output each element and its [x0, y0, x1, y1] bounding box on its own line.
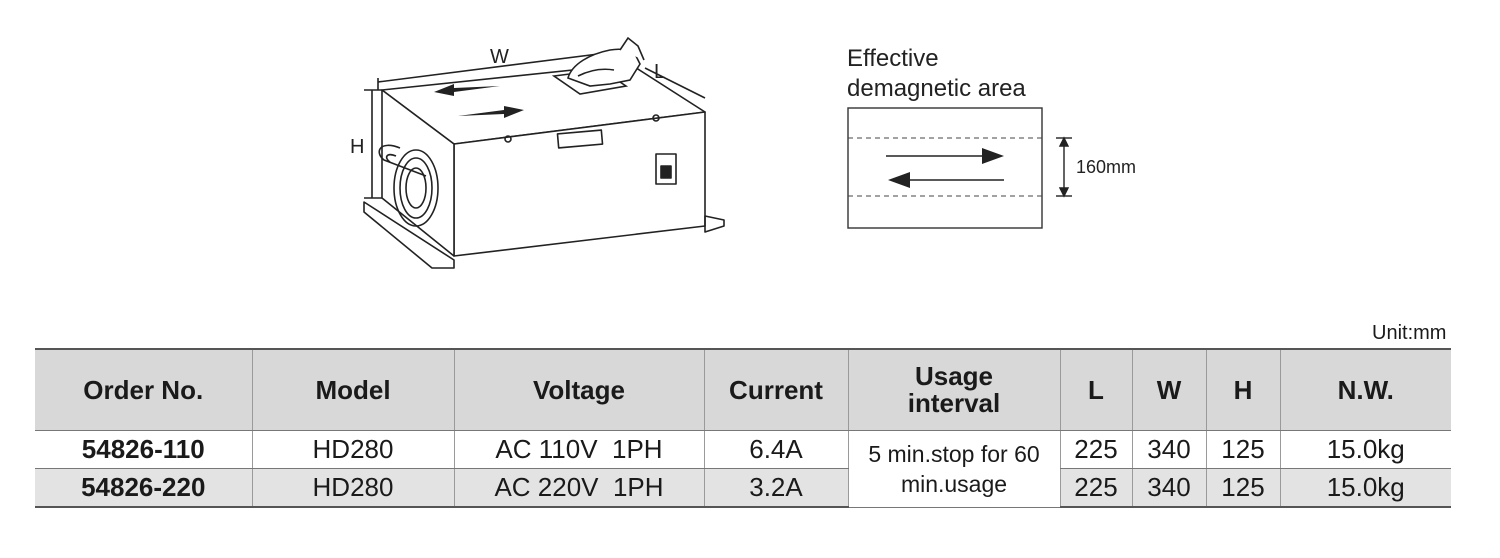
header-model: Model: [251, 348, 454, 431]
header-l: L: [1059, 348, 1132, 431]
cell-order-no: 54826-110: [35, 430, 252, 469]
area-title-line1: Effective: [847, 45, 939, 72]
right-arrow-icon: [886, 148, 1004, 164]
header-w: W: [1131, 348, 1206, 431]
table-row: 54826-220 HD280 AC 220V 1PH 3.2A 225 340…: [35, 468, 1451, 508]
header-usage-line2: interval: [907, 388, 1001, 418]
spec-table: Order No. Model Voltage Current Usage in…: [35, 348, 1451, 508]
effective-area-diagram: Effective demagnetic area 160mm: [847, 45, 1136, 229]
dimension-w-label: W: [490, 46, 509, 68]
usage-line1: 5 min.stop for 60: [868, 440, 1040, 467]
table-row: 54826-110 HD280 AC 110V 1PH 6.4A 5 min.s…: [35, 430, 1451, 508]
cell-usage-interval: 5 min.stop for 60 min.usage: [847, 430, 1060, 508]
dimension-l-label: L: [654, 61, 665, 83]
header-usage-interval: Usage interval: [847, 348, 1060, 431]
cell-h: 125: [1205, 430, 1280, 469]
cell-current: 3.2A: [703, 468, 848, 508]
cell-w: 340: [1131, 430, 1206, 469]
dimension-arrow-icon: [1056, 136, 1072, 198]
cell-model: HD280: [251, 468, 454, 508]
area-dimension-label: 160mm: [1076, 157, 1136, 177]
usage-line2: min.usage: [900, 470, 1008, 497]
cell-l: 225: [1059, 468, 1132, 508]
unit-label: Unit:mm: [1372, 322, 1447, 344]
header-nw: N.W.: [1279, 348, 1451, 431]
header-h: H: [1205, 348, 1280, 431]
cell-w: 340: [1131, 468, 1206, 508]
area-title-line2: demagnetic area: [847, 75, 1026, 102]
header-order-no: Order No.: [35, 348, 252, 431]
cell-h: 125: [1205, 468, 1280, 508]
cell-voltage: AC 220V 1PH: [453, 468, 704, 508]
cell-l: 225: [1059, 430, 1132, 469]
cell-nw: 15.0kg: [1279, 468, 1451, 508]
demagnetizer-device-illustration: W L H: [350, 36, 725, 269]
dimension-h-label: H: [350, 136, 364, 158]
cell-current: 6.4A: [703, 430, 848, 469]
area-rectangle: [847, 107, 1043, 229]
cell-model: HD280: [251, 430, 454, 469]
header-current: Current: [703, 348, 848, 431]
header-voltage: Voltage: [453, 348, 704, 431]
table-header-row: Order No. Model Voltage Current Usage in…: [35, 348, 1451, 431]
cell-nw: 15.0kg: [1279, 430, 1451, 469]
header-usage-line1: Usage: [914, 361, 994, 391]
cell-order-no: 54826-220: [35, 468, 252, 508]
cell-voltage: AC 110V 1PH: [453, 430, 704, 469]
left-arrow-icon: [888, 172, 1004, 188]
